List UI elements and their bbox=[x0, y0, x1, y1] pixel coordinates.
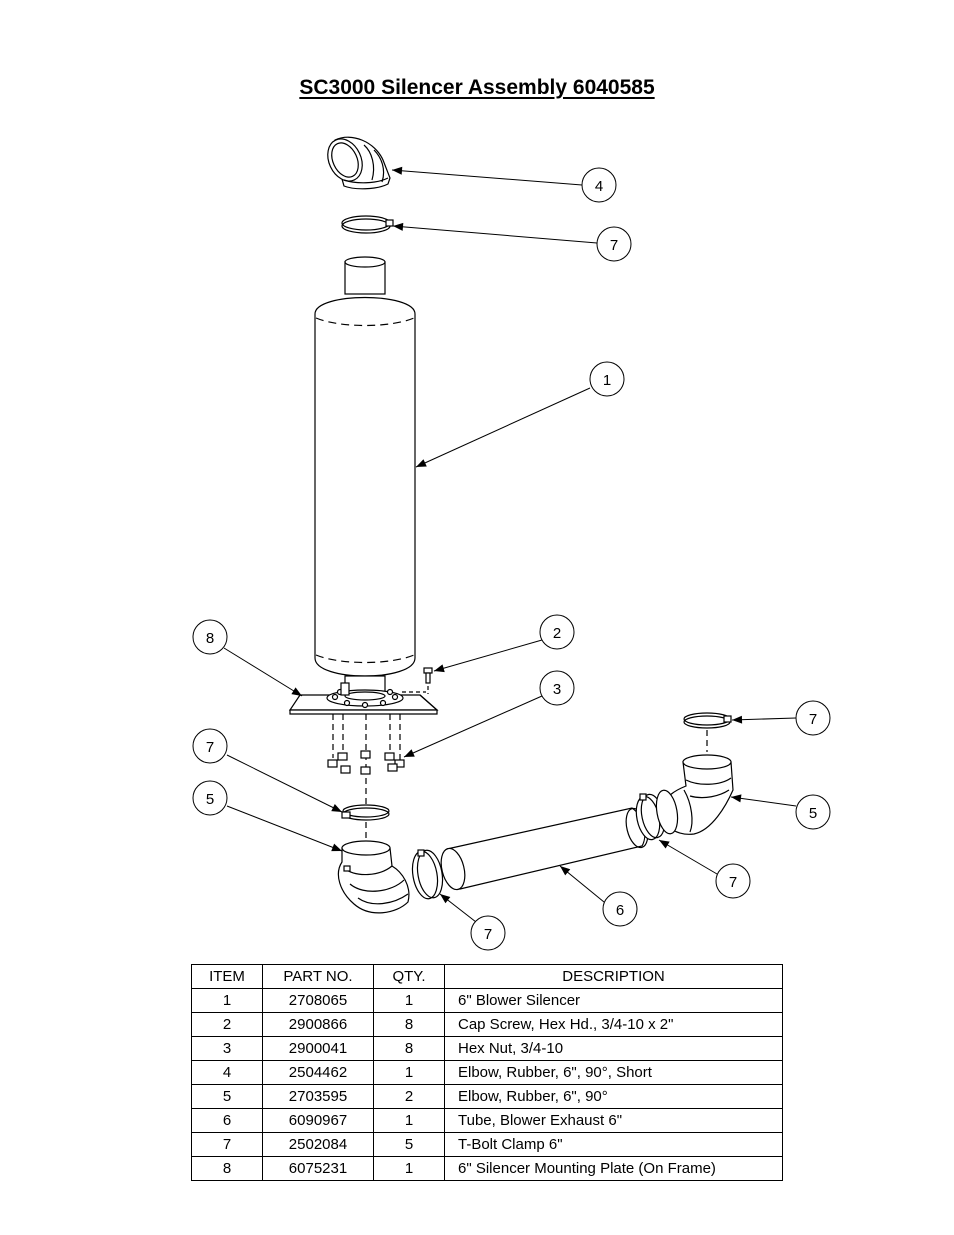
cell-description: Hex Nut, 3/4-10 bbox=[444, 1036, 783, 1061]
balloon-label: 7 bbox=[610, 237, 618, 254]
cell-part-no: 6075231 bbox=[262, 1156, 374, 1181]
balloon-label: 7 bbox=[206, 739, 214, 756]
balloon-label: 5 bbox=[809, 805, 817, 822]
balloon-label: 3 bbox=[553, 681, 561, 698]
balloon-label: 4 bbox=[595, 178, 603, 195]
cell-item: 7 bbox=[191, 1132, 263, 1157]
cell-part-no: 2900866 bbox=[262, 1012, 374, 1037]
cell-item: 4 bbox=[191, 1060, 263, 1085]
cell-part-no: 2708065 bbox=[262, 988, 374, 1013]
balloon-item-6: 6 bbox=[602, 891, 638, 927]
cell-description: 6" Silencer Mounting Plate (On Frame) bbox=[444, 1156, 783, 1181]
balloon-label: 7 bbox=[809, 711, 817, 728]
balloon-item-7-top: 7 bbox=[596, 226, 632, 262]
balloon-label: 5 bbox=[206, 791, 214, 808]
cell-qty: 8 bbox=[373, 1036, 445, 1061]
cell-item: 8 bbox=[191, 1156, 263, 1181]
cell-qty: 8 bbox=[373, 1012, 445, 1037]
cell-qty: 1 bbox=[373, 1156, 445, 1181]
cell-description: Tube, Blower Exhaust 6" bbox=[444, 1108, 783, 1133]
cell-qty: 1 bbox=[373, 1108, 445, 1133]
col-header-part-no: PART NO. bbox=[262, 964, 374, 989]
col-header-qty: QTY. bbox=[373, 964, 445, 989]
cell-item: 2 bbox=[191, 1012, 263, 1037]
balloon-item-7-left: 7 bbox=[192, 728, 228, 764]
table-row: 3 2900041 8 Hex Nut, 3/4-10 bbox=[191, 1036, 783, 1061]
table-row: 5 2703595 2 Elbow, Rubber, 6", 90° bbox=[191, 1084, 783, 1109]
col-header-description: DESCRIPTION bbox=[444, 964, 783, 989]
cell-item: 3 bbox=[191, 1036, 263, 1061]
part-mounting-plate bbox=[288, 682, 439, 715]
exploded-assembly-drawing: 4 7 1 8 2 3 7 7 bbox=[192, 136, 831, 951]
table-row: 1 2708065 1 6" Blower Silencer bbox=[191, 988, 783, 1013]
col-header-item: ITEM bbox=[191, 964, 263, 989]
part-clamp-top-right bbox=[683, 712, 732, 752]
part-elbow-short bbox=[327, 136, 391, 190]
cell-qty: 1 bbox=[373, 1060, 445, 1085]
part-exhaust-tube bbox=[440, 807, 649, 891]
parts-list-table: ITEM PART NO. QTY. DESCRIPTION 1 2708065… bbox=[191, 964, 783, 1181]
cell-qty: 5 bbox=[373, 1132, 445, 1157]
cell-description: Elbow, Rubber, 6", 90° bbox=[444, 1084, 783, 1109]
part-hex-nuts bbox=[327, 714, 405, 808]
cell-part-no: 2502084 bbox=[262, 1132, 374, 1157]
cell-item: 1 bbox=[191, 988, 263, 1013]
cell-description: Elbow, Rubber, 6", 90°, Short bbox=[444, 1060, 783, 1085]
part-clamp-top bbox=[341, 215, 394, 234]
balloon-item-5-left: 5 bbox=[192, 780, 228, 816]
table-row: 8 6075231 1 6" Silencer Mounting Plate (… bbox=[191, 1156, 783, 1181]
part-elbow-lower-left bbox=[337, 840, 410, 914]
table-row: 6 6090967 1 Tube, Blower Exhaust 6" bbox=[191, 1108, 783, 1133]
cell-item: 5 bbox=[191, 1084, 263, 1109]
balloon-item-4-top: 4 bbox=[581, 167, 617, 203]
cell-qty: 2 bbox=[373, 1084, 445, 1109]
part-clamp-lower bbox=[341, 804, 390, 840]
balloon-label: 7 bbox=[729, 874, 737, 891]
balloon-item-7-right-top: 7 bbox=[795, 700, 831, 736]
leader-lines bbox=[223, 166, 797, 923]
balloon-item-7-right-lower: 7 bbox=[715, 863, 751, 899]
drawing-title: SC3000 Silencer Assembly 6040585 bbox=[0, 76, 954, 100]
cell-item: 6 bbox=[191, 1108, 263, 1133]
cell-part-no: 2703595 bbox=[262, 1084, 374, 1109]
drawing-title-text: SC3000 Silencer Assembly 6040585 bbox=[299, 76, 655, 99]
balloon-item-2: 2 bbox=[539, 614, 575, 650]
balloon-label: 1 bbox=[603, 372, 611, 389]
part-clamp-left-elbow bbox=[411, 849, 444, 900]
cell-qty: 1 bbox=[373, 988, 445, 1013]
part-elbow-right bbox=[655, 754, 734, 835]
cell-part-no: 2504462 bbox=[262, 1060, 374, 1085]
cell-description: T-Bolt Clamp 6" bbox=[444, 1132, 783, 1157]
part-cap-screw bbox=[402, 667, 433, 694]
part-silencer bbox=[314, 256, 416, 699]
cell-description: 6" Blower Silencer bbox=[444, 988, 783, 1013]
balloon-label: 6 bbox=[616, 902, 624, 919]
balloon-item-1: 1 bbox=[589, 361, 625, 397]
balloon-item-8: 8 bbox=[192, 619, 228, 655]
table-row: 4 2504462 1 Elbow, Rubber, 6", 90°, Shor… bbox=[191, 1060, 783, 1085]
cell-description: Cap Screw, Hex Hd., 3/4-10 x 2" bbox=[444, 1012, 783, 1037]
balloon-item-7-bottom: 7 bbox=[470, 915, 506, 951]
balloon-label: 8 bbox=[206, 630, 214, 647]
table-row: 2 2900866 8 Cap Screw, Hex Hd., 3/4-10 x… bbox=[191, 1012, 783, 1037]
table-row: 7 2502084 5 T-Bolt Clamp 6" bbox=[191, 1132, 783, 1157]
balloon-item-5-right: 5 bbox=[795, 794, 831, 830]
table-header-row: ITEM PART NO. QTY. DESCRIPTION bbox=[191, 964, 783, 989]
balloon-label: 7 bbox=[484, 926, 492, 943]
cell-part-no: 2900041 bbox=[262, 1036, 374, 1061]
balloon-label: 2 bbox=[553, 625, 561, 642]
cell-part-no: 6090967 bbox=[262, 1108, 374, 1133]
balloon-item-3: 3 bbox=[539, 670, 575, 706]
